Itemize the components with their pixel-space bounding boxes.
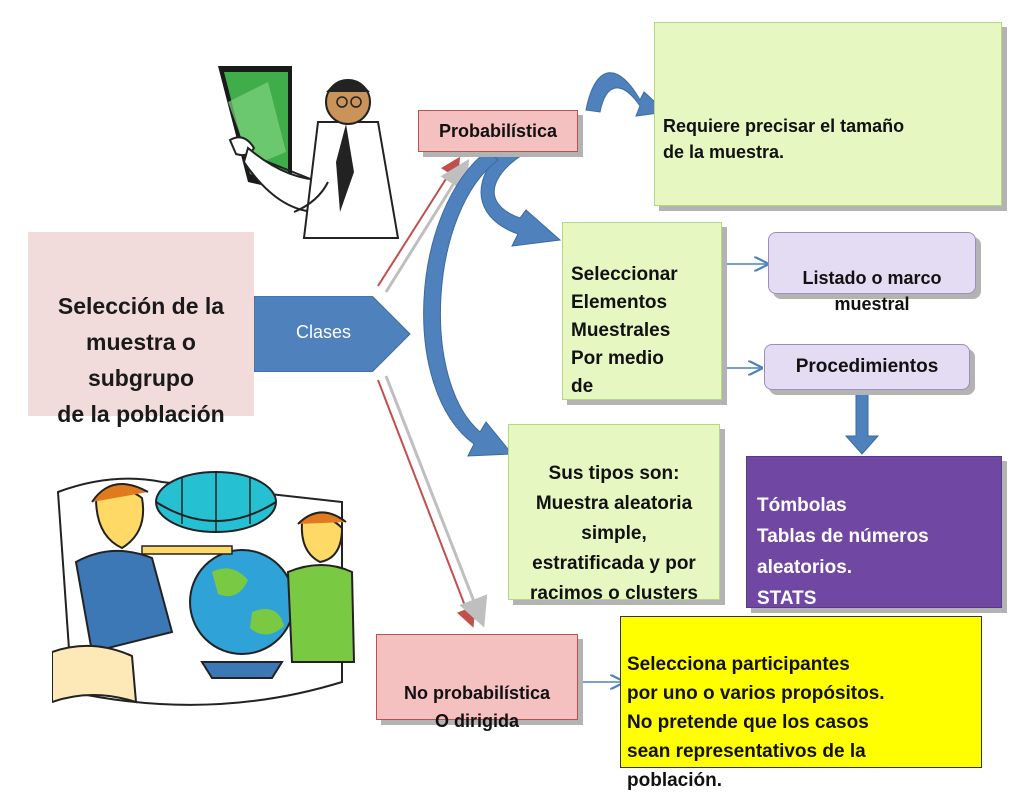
requiere-text: Requiere precisar el tamaño de la muestr… — [663, 116, 905, 162]
no-probabilistica-box: No probabilística O dirigida — [376, 634, 578, 731]
no-probabilistica-description-box: Selecciona participantes por uno o vario… — [620, 616, 982, 791]
requiere-box: Requiere precisar el tamaño de la muestr… — [654, 22, 1002, 206]
procedimientos-text: Procedimientos — [795, 356, 939, 377]
connectors-layer — [377, 72, 880, 768]
curved-arrow-seleccionar — [480, 129, 562, 247]
main-title: Selección de la muestra o subgrupo de la… — [57, 293, 225, 427]
down-arrow-metodos — [844, 391, 880, 455]
arrow-to-probabilistica — [377, 156, 470, 293]
classroom-globe-illustration — [52, 471, 356, 706]
arrow-to-no-probabilistica — [377, 375, 488, 628]
metodos-box: Tómbolas Tablas de números aleatorios. S… — [746, 456, 1002, 640]
listado-text: Listado o marco muestral — [802, 268, 942, 314]
seleccionar-text: Seleccionar Elementos Muestrales Por med… — [571, 264, 678, 397]
tipos-box: Sus tipos son: Muestra aleatoria simple,… — [508, 424, 720, 604]
main-title-box: Selección de la muestra o subgrupo de la… — [28, 232, 254, 427]
teacher-illustration — [218, 66, 400, 239]
probabilistica-label: Probabilística — [438, 121, 558, 141]
procedimientos-box: Procedimientos — [764, 344, 970, 390]
probabilistica-box: Probabilística — [418, 110, 578, 152]
no-probabilistica-label: No probabilística O dirigida — [403, 683, 551, 731]
curved-arrow-tipos — [423, 149, 514, 457]
tipos-text: Sus tipos son: Muestra aleatoria simple,… — [530, 463, 698, 604]
clases-label: Clases — [296, 322, 352, 342]
no-probabilistica-description: Selecciona participantes por uno o vario… — [627, 654, 885, 791]
seleccionar-box: Seleccionar Elementos Muestrales Por med… — [562, 222, 722, 400]
listado-box: Listado o marco muestral — [768, 232, 976, 314]
clases-arrow — [254, 296, 411, 372]
